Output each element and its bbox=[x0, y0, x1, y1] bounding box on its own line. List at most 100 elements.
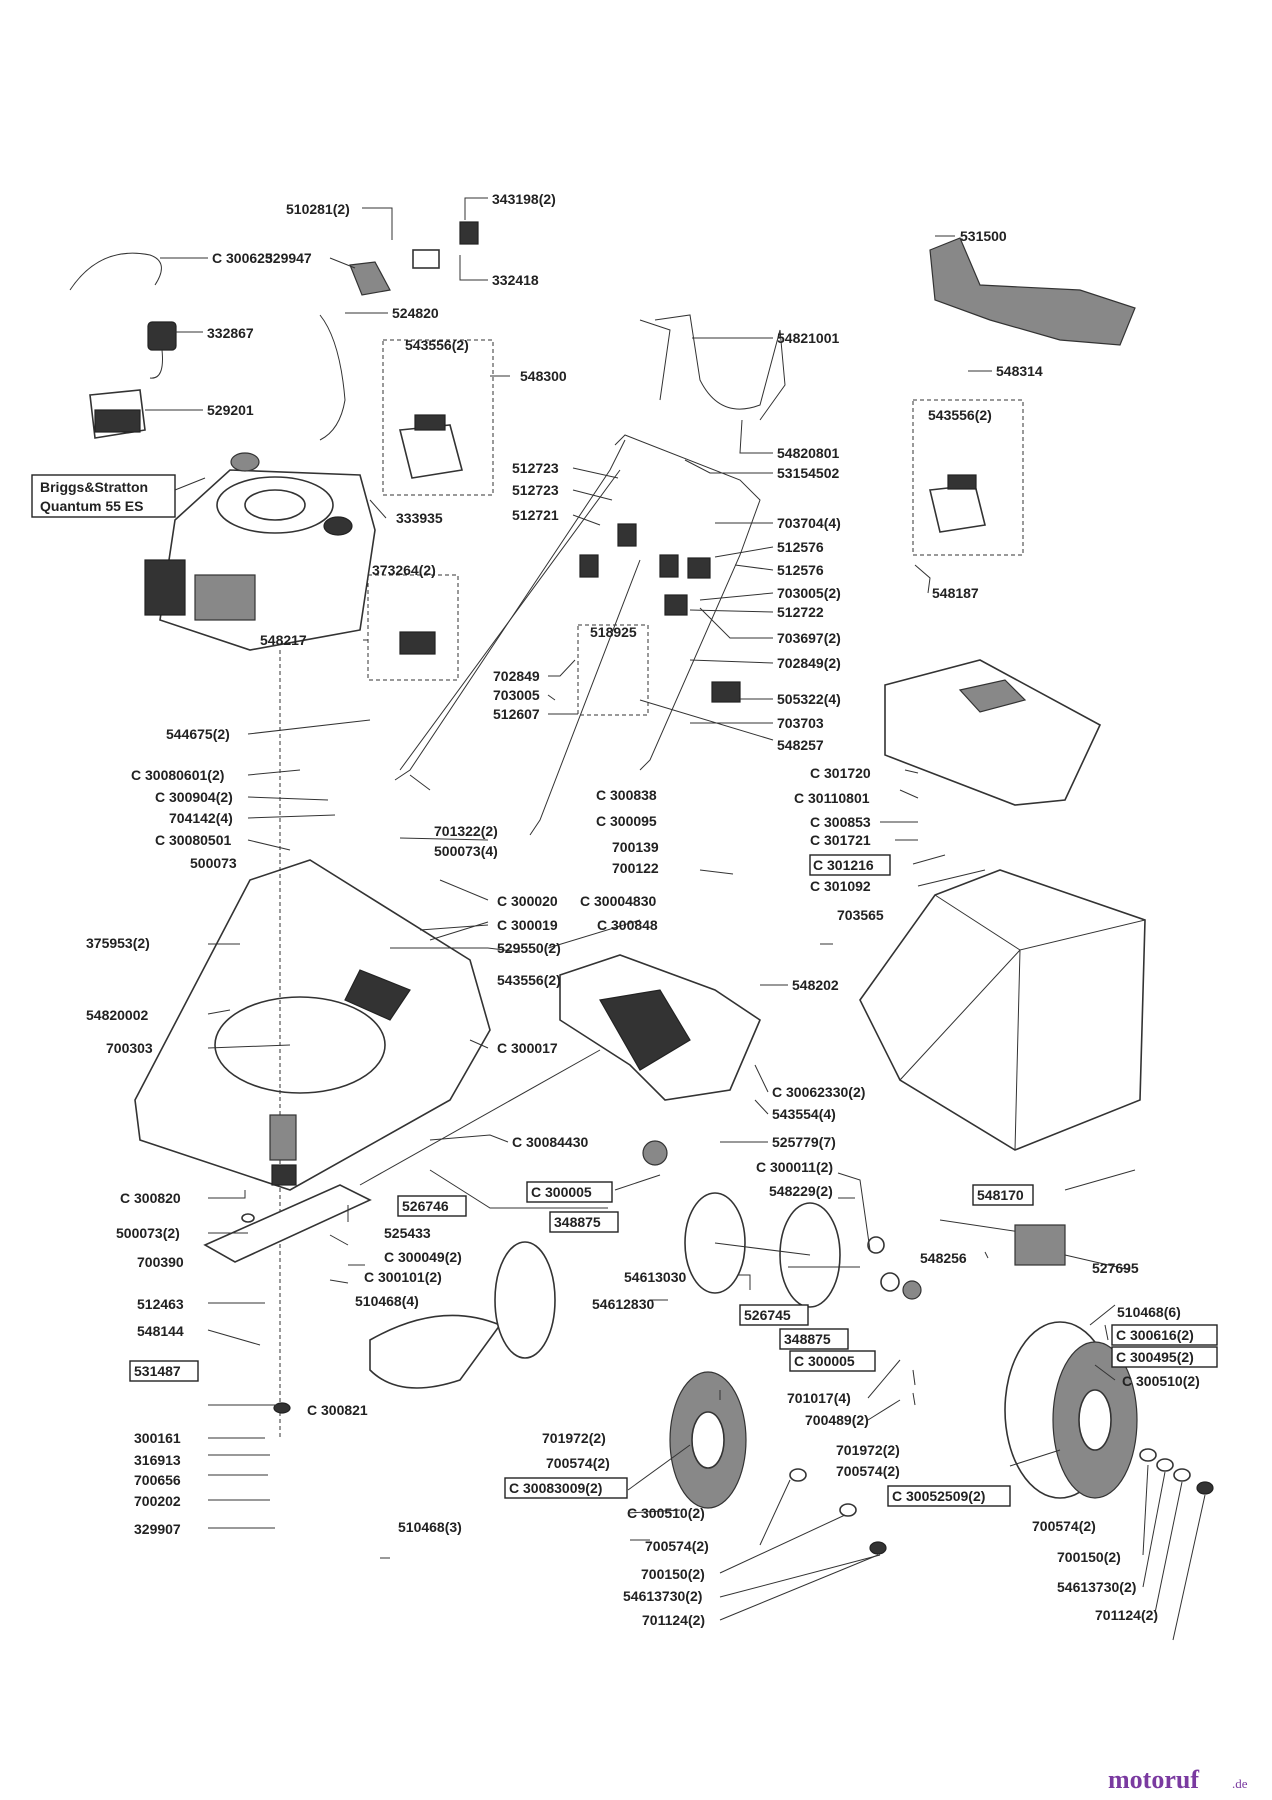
label-373264: 373264(2) bbox=[372, 562, 436, 578]
label-702849-b: 702849(2) bbox=[777, 655, 841, 671]
label-c300820: C 300820 bbox=[120, 1190, 181, 1206]
drive-belt bbox=[1064, 1169, 1136, 1191]
label-700574-b: 700574(2) bbox=[836, 1463, 900, 1479]
rear-wheel-cap bbox=[1078, 1389, 1112, 1451]
front-wheel-cap bbox=[691, 1411, 725, 1469]
label-700139: 700139 bbox=[612, 839, 659, 855]
label-c300838: C 300838 bbox=[596, 787, 657, 803]
label-c300495: C 300495(2) bbox=[1116, 1349, 1194, 1365]
washer-blade bbox=[241, 1213, 255, 1223]
clamp-part bbox=[579, 554, 599, 578]
bearing-part bbox=[642, 1140, 668, 1166]
label-343198: 343198(2) bbox=[492, 191, 556, 207]
label-510281: 510281(2) bbox=[286, 201, 350, 217]
washer-part bbox=[880, 1272, 900, 1292]
label-348875-a: 348875 bbox=[554, 1214, 601, 1230]
rod-part bbox=[359, 1049, 601, 1186]
grass-bag-frame-lines bbox=[899, 894, 1146, 1151]
box-c300005-b bbox=[789, 1350, 876, 1372]
label-543556-c: 543556(2) bbox=[497, 972, 561, 988]
label-524820: 524820 bbox=[392, 305, 439, 321]
switch-lever bbox=[414, 414, 446, 431]
label-548144: 548144 bbox=[137, 1323, 184, 1339]
label-548217: 548217 bbox=[260, 632, 307, 648]
front-wheel-hub bbox=[494, 1241, 556, 1359]
label-701124-b: 701124(2) bbox=[1095, 1607, 1158, 1623]
gear-part bbox=[902, 1280, 922, 1300]
label-c300095: C 300095 bbox=[596, 813, 657, 829]
clamp-part-3 bbox=[659, 554, 679, 578]
label-c30110801: C 30110801 bbox=[794, 790, 870, 806]
label-c300017: C 300017 bbox=[497, 1040, 558, 1056]
label-332867: 332867 bbox=[207, 325, 254, 341]
label-54612830: 54612830 bbox=[592, 1296, 655, 1312]
label-526746: 526746 bbox=[402, 1198, 449, 1214]
nut-part bbox=[869, 1541, 887, 1555]
watermark-brand: motoruf bbox=[1108, 1765, 1199, 1794]
label-700122: 700122 bbox=[612, 860, 659, 876]
label-704142: 704142(4) bbox=[169, 810, 233, 826]
nut-part-2 bbox=[1196, 1481, 1214, 1495]
label-348875-b: 348875 bbox=[784, 1331, 831, 1347]
part-labels: 510281(2) 343198(2) C 300625 329947 3324… bbox=[86, 191, 1218, 1628]
label-700303: 700303 bbox=[106, 1040, 153, 1056]
label-c300005-b: C 300005 bbox=[794, 1353, 855, 1369]
label-700574-a: 700574(2) bbox=[546, 1455, 610, 1471]
box-526746 bbox=[397, 1195, 467, 1217]
label-703005-a: 703005(2) bbox=[777, 585, 841, 601]
leader-lines bbox=[145, 197, 1206, 1641]
lid-window bbox=[958, 679, 1027, 713]
label-531487: 531487 bbox=[134, 1363, 181, 1379]
gearbox-shaft bbox=[939, 1219, 1021, 1233]
label-526745: 526745 bbox=[744, 1307, 791, 1323]
group-box-518925 bbox=[577, 624, 649, 716]
label-333935: 333935 bbox=[396, 510, 443, 526]
gearbox-axle bbox=[1064, 1254, 1131, 1271]
label-c30080601: C 30080601(2) bbox=[131, 767, 224, 783]
label-53154502: 53154502 bbox=[777, 465, 840, 481]
box-348875-b bbox=[779, 1328, 849, 1350]
label-512576-b: 512576 bbox=[777, 562, 824, 578]
label-c30084430: C 30084430 bbox=[512, 1134, 589, 1150]
watermark: motoruf .de bbox=[1108, 1765, 1248, 1794]
label-512723-b: 512723 bbox=[512, 482, 559, 498]
label-500073-c: 500073(2) bbox=[116, 1225, 180, 1241]
label-c300011: C 300011(2) bbox=[756, 1159, 833, 1175]
label-510468-b: 510468(6) bbox=[1117, 1304, 1181, 1320]
battery-terminal bbox=[94, 409, 141, 433]
label-c300510-a: C 300510(2) bbox=[1122, 1373, 1200, 1389]
label-c30062330: C 30062330(2) bbox=[772, 1084, 865, 1100]
connector-part bbox=[412, 249, 440, 269]
blade-adapter-part bbox=[269, 1114, 297, 1161]
label-548202: 548202 bbox=[792, 977, 839, 993]
label-548314: 548314 bbox=[996, 363, 1043, 379]
label-700150-b: 700150(2) bbox=[1057, 1549, 1121, 1565]
label-700150-a: 700150(2) bbox=[641, 1566, 705, 1582]
box-526745 bbox=[739, 1304, 809, 1326]
label-548300: 548300 bbox=[520, 368, 567, 384]
label-c300101: C 300101(2) bbox=[364, 1269, 442, 1285]
cable-part bbox=[69, 252, 162, 291]
label-c300005-a: C 300005 bbox=[531, 1184, 592, 1200]
label-548187: 548187 bbox=[932, 585, 979, 601]
fuel-cap bbox=[230, 452, 260, 472]
label-c301720: C 301720 bbox=[810, 765, 871, 781]
label-701322: 701322(2) bbox=[434, 823, 498, 839]
box-531487 bbox=[129, 1360, 199, 1382]
label-316913: 316913 bbox=[134, 1452, 181, 1468]
label-543556-a: 543556(2) bbox=[405, 337, 469, 353]
engine-label-leader bbox=[174, 477, 206, 491]
label-548229: 548229(2) bbox=[769, 1183, 833, 1199]
washer-part-3 bbox=[789, 1468, 807, 1482]
label-c300853: C 300853 bbox=[810, 814, 871, 830]
label-c300510-b: C 300510(2) bbox=[627, 1505, 705, 1521]
box-548170 bbox=[972, 1184, 1034, 1206]
label-c301092: C 301092 bbox=[810, 878, 871, 894]
label-512607: 512607 bbox=[493, 706, 540, 722]
label-701124-a: 701124(2) bbox=[642, 1612, 705, 1628]
label-544675: 544675(2) bbox=[166, 726, 230, 742]
box-c30052509 bbox=[887, 1485, 1011, 1507]
key-part bbox=[459, 221, 479, 245]
label-512463: 512463 bbox=[137, 1296, 184, 1312]
rear-flap-opening bbox=[599, 989, 691, 1071]
